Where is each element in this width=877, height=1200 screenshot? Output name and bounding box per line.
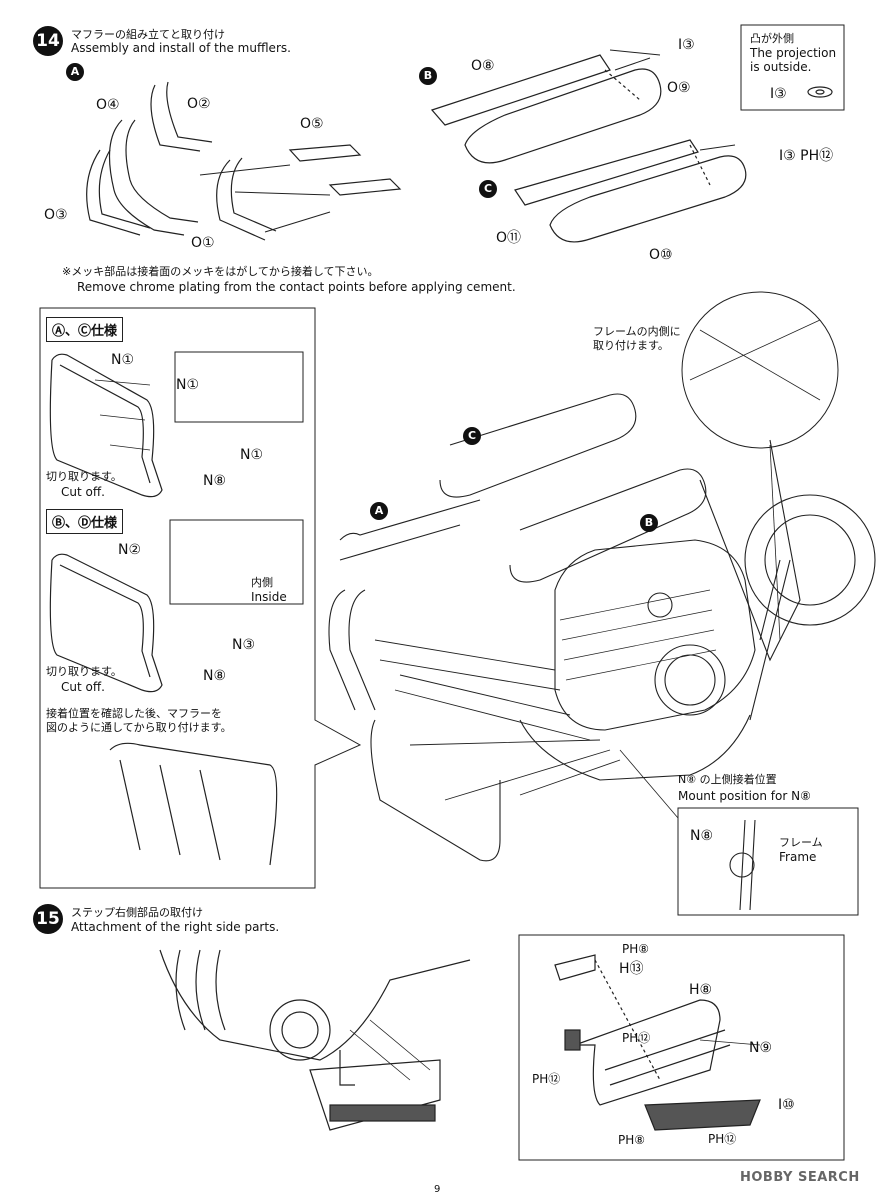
- part-n9: N⑨: [749, 1040, 773, 1056]
- step-15-title-jp: ステップ右側部品の取付け: [71, 906, 203, 919]
- group-c-badge: C: [479, 180, 497, 198]
- page-number: 9: [434, 1184, 441, 1195]
- chrome-note-jp: ※メッキ部品は接着面のメッキをはがしてから接着して下さい。: [62, 265, 379, 278]
- step-14-number: 14: [36, 31, 60, 51]
- mount-position-jp: N⑧ の上側接着位置: [678, 773, 777, 786]
- motorcycle-engine-drawing: [328, 291, 876, 916]
- step-14-title-en: Assembly and install of the mufflers.: [71, 41, 291, 55]
- part-o4: O④: [96, 97, 120, 113]
- part-n8-detail: N⑧: [690, 828, 714, 844]
- part-h8: H⑧: [689, 982, 713, 998]
- inside-label-jp: 内側: [251, 576, 273, 589]
- step-15-drawing: [159, 934, 845, 1161]
- projection-label-jp: 凸が外側: [750, 32, 794, 45]
- part-o8: O⑧: [471, 58, 495, 74]
- engine-group-b-badge: B: [640, 514, 658, 532]
- part-i10: I⑩: [778, 1097, 795, 1113]
- muffler-group-a-drawing: [86, 81, 402, 241]
- step-14-title-jp: マフラーの組み立てと取り付け: [71, 28, 225, 41]
- spec-ac-title: Ⓐ、Ⓒ仕様: [46, 317, 124, 342]
- part-n1-inset: N①: [176, 377, 200, 393]
- part-i3-projection: I③: [770, 86, 787, 102]
- watermark: HOBBY SEARCH: [740, 1170, 860, 1185]
- frame-inside-jp-1: フレームの内側に: [593, 325, 681, 338]
- frame-label-jp: フレーム: [779, 836, 823, 849]
- part-n2: N②: [118, 542, 142, 558]
- part-o5: O⑤: [300, 116, 324, 132]
- step-15-title-en: Attachment of the right side parts.: [71, 920, 280, 934]
- inside-label-en: Inside: [251, 590, 287, 604]
- chrome-note-en: Remove chrome plating from the contact p…: [77, 280, 516, 294]
- part-o11: O⑪: [496, 230, 522, 246]
- step-15-badge: 15: [33, 904, 63, 934]
- check-position-jp-1: 接着位置を確認した後、マフラーを: [46, 707, 222, 720]
- projection-label-en-2: is outside.: [750, 60, 812, 74]
- part-o3: O③: [44, 207, 68, 223]
- part-ph8-bottom: PH⑧: [618, 1133, 646, 1147]
- muffler-group-b-drawing: [430, 49, 662, 164]
- part-ph12-b: PH⑫: [532, 1072, 561, 1086]
- part-n1-guard: N①: [111, 352, 135, 368]
- engine-group-a-badge: A: [370, 502, 388, 520]
- part-n1-detail: N①: [240, 447, 264, 463]
- spec-bd-title: Ⓑ、Ⓓ仕様: [46, 509, 124, 534]
- part-n3: N③: [232, 637, 256, 653]
- part-ph12-a: PH⑫: [622, 1031, 651, 1045]
- projection-label-en-1: The projection: [750, 46, 837, 60]
- frame-label-en: Frame: [779, 850, 817, 864]
- part-i3: I③: [678, 37, 695, 53]
- group-a-badge: A: [66, 63, 84, 81]
- check-position-jp-2: 図のように通してから取り付けます。: [46, 721, 232, 734]
- cut-off-jp-ac: 切り取ります。: [46, 470, 122, 483]
- frame-inside-jp-2: 取り付けます。: [593, 339, 669, 352]
- part-i3-ph12: I③ PH⑫: [779, 148, 834, 164]
- group-b-badge: B: [419, 67, 437, 85]
- engine-group-c-badge: C: [463, 427, 481, 445]
- part-o10: O⑩: [649, 247, 673, 263]
- part-o9: O⑨: [667, 80, 691, 96]
- cut-off-en-bd: Cut off.: [61, 680, 105, 694]
- part-ph8-top: PH⑧: [622, 942, 650, 956]
- part-n8-bd: N⑧: [203, 668, 227, 684]
- part-o2: O②: [187, 96, 211, 112]
- cut-off-en-ac: Cut off.: [61, 485, 105, 499]
- part-ph12-c: PH⑫: [708, 1132, 737, 1146]
- part-n8-ac: N⑧: [203, 473, 227, 489]
- part-o1: O①: [191, 235, 215, 251]
- mount-position-en: Mount position for N⑧: [678, 789, 811, 803]
- step-14-badge: 14: [33, 26, 63, 56]
- step-15-number: 15: [36, 909, 60, 929]
- cut-off-jp-bd: 切り取ります。: [46, 665, 122, 678]
- muffler-group-c-drawing: [514, 139, 747, 243]
- part-h13: H⑬: [619, 961, 644, 977]
